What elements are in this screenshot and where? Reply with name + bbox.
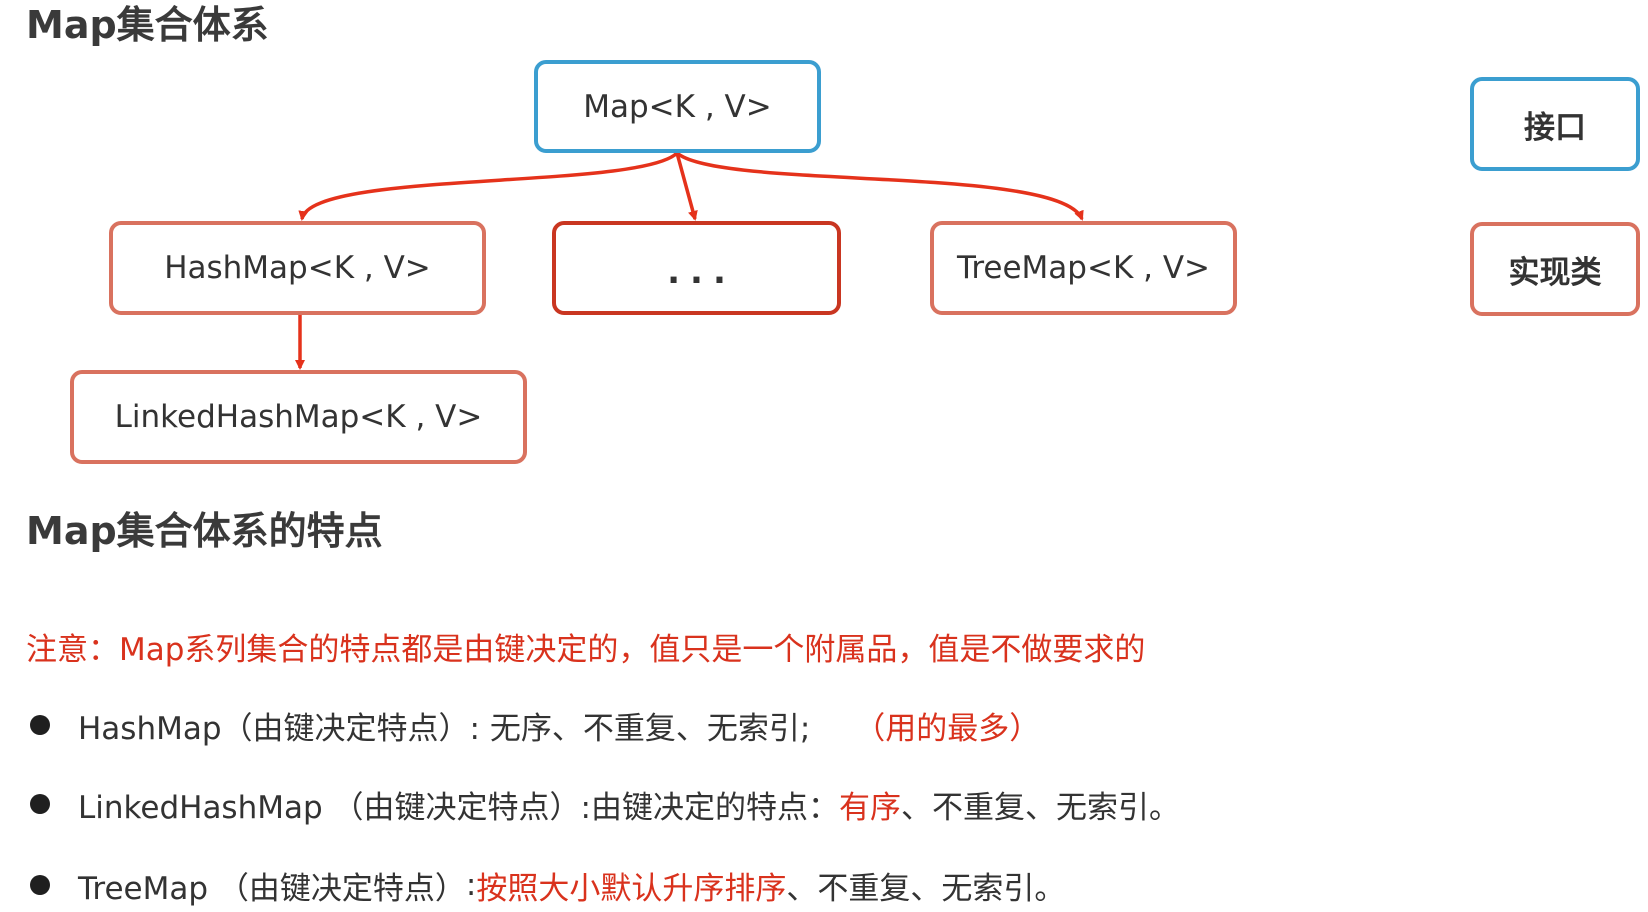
feature-item-treemap: TreeMap （由键决定特点） : 按照大小默认升序排序 、不重复、无索引。 — [26, 860, 1065, 910]
feature-hashmap-extra: （用的最多） — [854, 710, 1041, 747]
node-map-label: Map<K , V> — [583, 88, 772, 125]
node-map-interface: Map<K , V> — [534, 60, 821, 153]
node-linkedhashmap-label: LinkedHashMap<K , V> — [114, 399, 483, 435]
node-ellipsis: ... — [552, 221, 841, 315]
arrow-map-to-hashmap — [298, 151, 679, 221]
node-hashmap: HashMap<K , V> — [109, 221, 486, 315]
feature-linkedhashmap-desc: :由键决定的特点： — [580, 789, 839, 826]
node-linkedhashmap: LinkedHashMap<K , V> — [70, 370, 527, 464]
arrow-map-to-ellipsis — [675, 152, 698, 221]
feature-hashmap-name: HashMap（由键决定特点） — [78, 710, 470, 747]
feature-treemap-highlight: 按照大小默认升序排序 — [476, 870, 787, 907]
bullet-dot-icon — [30, 715, 50, 735]
legend-implementation-label: 实现类 — [1508, 254, 1602, 291]
feature-linkedhashmap-name: LinkedHashMap （由键决定特点） — [78, 789, 581, 826]
feature-linkedhashmap-highlight: 有序 — [838, 789, 901, 826]
node-ellipsis-label: ... — [667, 252, 736, 292]
hierarchy-title: Map集合体系 — [26, 3, 269, 47]
arrow-map-to-treemap — [675, 151, 1084, 221]
feature-treemap-desc: : — [465, 867, 477, 903]
feature-treemap-name: TreeMap （由键决定特点） — [78, 870, 466, 907]
feature-item-linkedhashmap: LinkedHashMap （由键决定特点） :由键决定的特点： 有序 、不重复… — [26, 779, 1180, 829]
feature-item-hashmap: HashMap（由键决定特点） : 无序、不重复、无索引; （用的最多） — [26, 700, 1040, 750]
note-text: 注意：Map系列集合的特点都是由键决定的，值只是一个附属品，值是不做要求的 — [26, 632, 1146, 668]
legend-interface-label: 接口 — [1524, 109, 1586, 146]
bullet-dot-icon — [30, 875, 50, 895]
feature-linkedhashmap-rest: 、不重复、无索引。 — [900, 789, 1180, 826]
node-treemap: TreeMap<K , V> — [930, 221, 1237, 315]
feature-hashmap-desc: : 无序、不重复、无索引; — [469, 710, 811, 747]
feature-treemap-rest: 、不重复、无索引。 — [786, 870, 1066, 907]
node-treemap-label: TreeMap<K , V> — [956, 250, 1211, 286]
features-title: Map集合体系的特点 — [26, 509, 383, 553]
legend-interface: 接口 — [1470, 77, 1640, 171]
bullet-dot-icon — [30, 794, 50, 814]
legend-implementation: 实现类 — [1470, 222, 1640, 316]
node-hashmap-label: HashMap<K , V> — [164, 250, 431, 286]
